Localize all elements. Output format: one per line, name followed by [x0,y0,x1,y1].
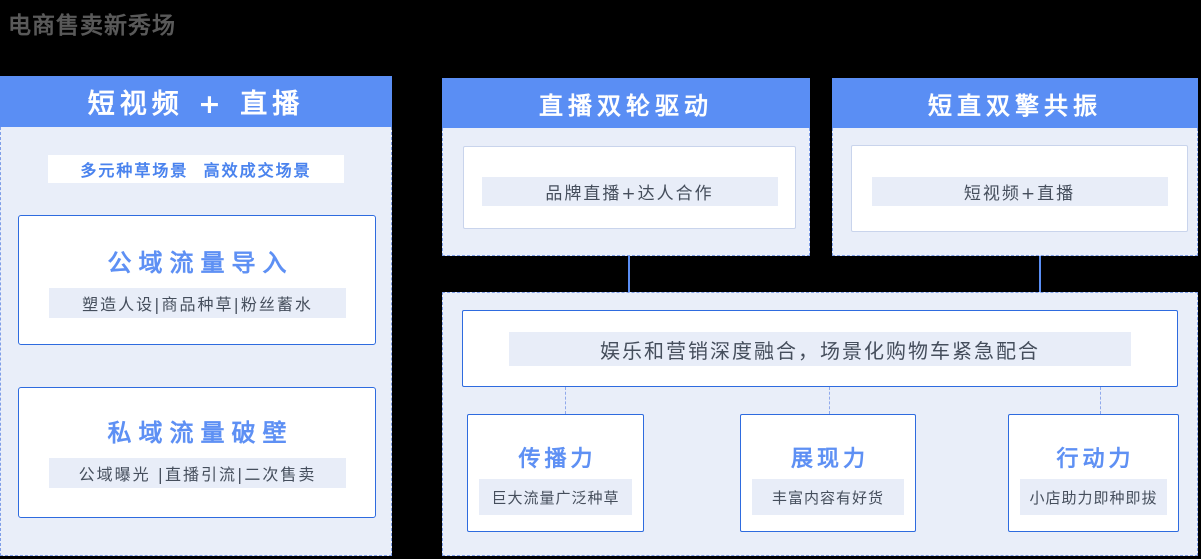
spread-power-desc: 巨大流量广泛种草 [479,479,632,515]
private-traffic-box: 私域流量破壁 公域曝光 |直播引流|二次售卖 [18,387,376,518]
short-live-resonance-panel: 短视频+直播 [832,128,1198,256]
live-dual-wheel-panel: 品牌直播+达人合作 [442,128,810,256]
dashed-connector-2 [829,387,830,414]
public-traffic-box: 公域流量导入 塑造人设|商品种草|粉丝蓄水 [18,215,376,345]
display-power-box: 展现力 丰富内容有好货 [740,414,916,532]
spread-power-box: 传播力 巨大流量广泛种草 [467,414,644,532]
dashed-connector-3 [1100,387,1101,414]
left-column-header: 短视频 + 直播 [0,76,392,127]
scene-tags-strip: 多元种草场景 高效成交场景 [48,155,344,183]
spread-power-title: 传播力 [518,447,597,472]
action-power-desc: 小店助力即种即拔 [1020,479,1167,515]
short-live-resonance-header: 短直双擎共振 [832,78,1198,128]
bottom-panel: 娱乐和营销深度融合，场景化购物车紧急配合 传播力 巨大流量广泛种草 展现力 丰富… [442,292,1198,556]
display-power-title: 展现力 [790,447,869,472]
left-column-panel: 多元种草场景 高效成交场景 公域流量导入 塑造人设|商品种草|粉丝蓄水 私域流量… [0,127,392,556]
short-live-resonance-desc: 短视频+直播 [871,177,1168,206]
private-traffic-desc: 公域曝光 |直播引流|二次售卖 [49,458,346,488]
action-power-box: 行动力 小店助力即种即拔 [1008,414,1179,532]
live-dual-wheel-desc: 品牌直播+达人合作 [481,177,778,206]
dashed-connector-1 [565,387,566,414]
connector-line-right [1039,256,1041,292]
private-traffic-title: 私域流量破壁 [107,419,294,447]
live-dual-wheel-box: 品牌直播+达人合作 [463,146,796,229]
connector-line-mid [628,256,630,292]
fusion-banner-text: 娱乐和营销深度融合，场景化购物车紧急配合 [509,332,1131,366]
fusion-banner-box: 娱乐和营销深度融合，场景化购物车紧急配合 [462,310,1178,387]
public-traffic-desc: 塑造人设|商品种草|粉丝蓄水 [49,288,346,318]
live-dual-wheel-header: 直播双轮驱动 [442,78,810,128]
public-traffic-title: 公域流量导入 [107,249,294,277]
display-power-desc: 丰富内容有好货 [752,479,904,515]
short-live-resonance-box: 短视频+直播 [851,145,1188,232]
action-power-title: 行动力 [1056,447,1135,472]
page-title: 电商售卖新秀场 [8,13,176,39]
